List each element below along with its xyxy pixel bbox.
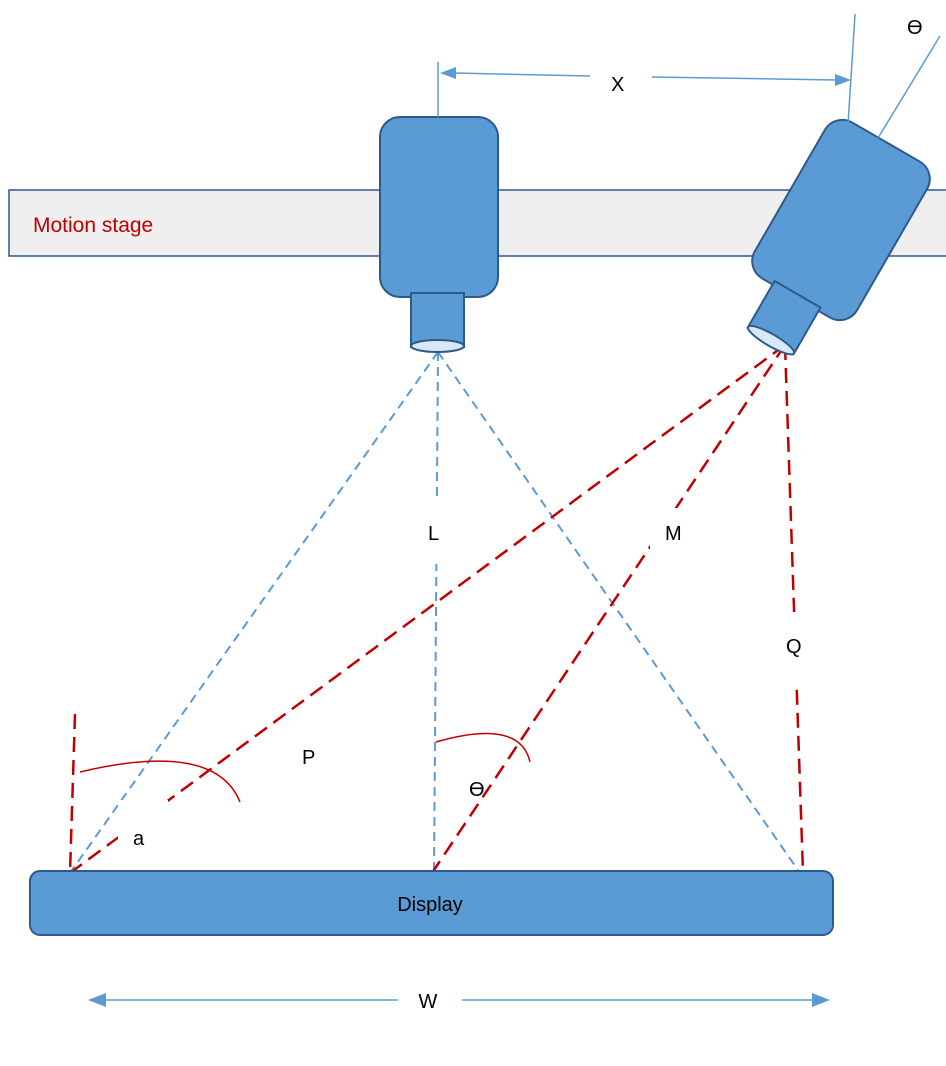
angle-arc-theta xyxy=(435,732,531,763)
w-arrowhead-right xyxy=(812,993,830,1007)
a-label: a xyxy=(133,828,145,850)
camera1-lens-face xyxy=(410,339,465,353)
w-dimension xyxy=(88,993,830,1007)
x-label: X xyxy=(611,74,624,96)
display-panel xyxy=(29,870,834,936)
camera-2 xyxy=(746,118,931,356)
x-dimension-line-left xyxy=(453,72,591,77)
m-label: M xyxy=(665,523,682,545)
camera1-body xyxy=(379,116,499,298)
motion-stage-label: Motion stage xyxy=(33,214,153,237)
x-dimension-line-right xyxy=(651,76,837,81)
display-label: Display xyxy=(397,894,463,916)
x-dimension xyxy=(437,13,941,139)
x-arrowhead-right xyxy=(835,74,851,86)
camera1-view-lines xyxy=(69,351,801,874)
view-line-right xyxy=(437,351,801,874)
theta-top-label: Ɵ xyxy=(907,17,923,39)
q-label: Q xyxy=(786,636,802,658)
p-label: P xyxy=(302,747,315,769)
angle-arc-a xyxy=(79,760,241,803)
view-line-left xyxy=(69,351,439,874)
view-line-center xyxy=(433,351,439,874)
camera-1 xyxy=(379,116,499,353)
w-label: W xyxy=(419,991,438,1013)
camera2-lens-face xyxy=(746,324,796,356)
w-arrowhead-left xyxy=(88,993,106,1007)
ray-p xyxy=(69,343,786,875)
label-gaps xyxy=(118,502,818,860)
l-label: L xyxy=(428,523,439,545)
theta-extension xyxy=(877,35,941,139)
normal-left xyxy=(68,713,77,874)
ray-m xyxy=(430,344,787,874)
x-extension-right xyxy=(847,13,856,126)
camera2-ray-lines xyxy=(68,343,805,875)
x-arrowhead-left xyxy=(440,67,456,79)
ray-q xyxy=(783,344,805,874)
camera1-lens xyxy=(410,292,465,348)
theta-mid-label: Ɵ xyxy=(469,779,485,801)
